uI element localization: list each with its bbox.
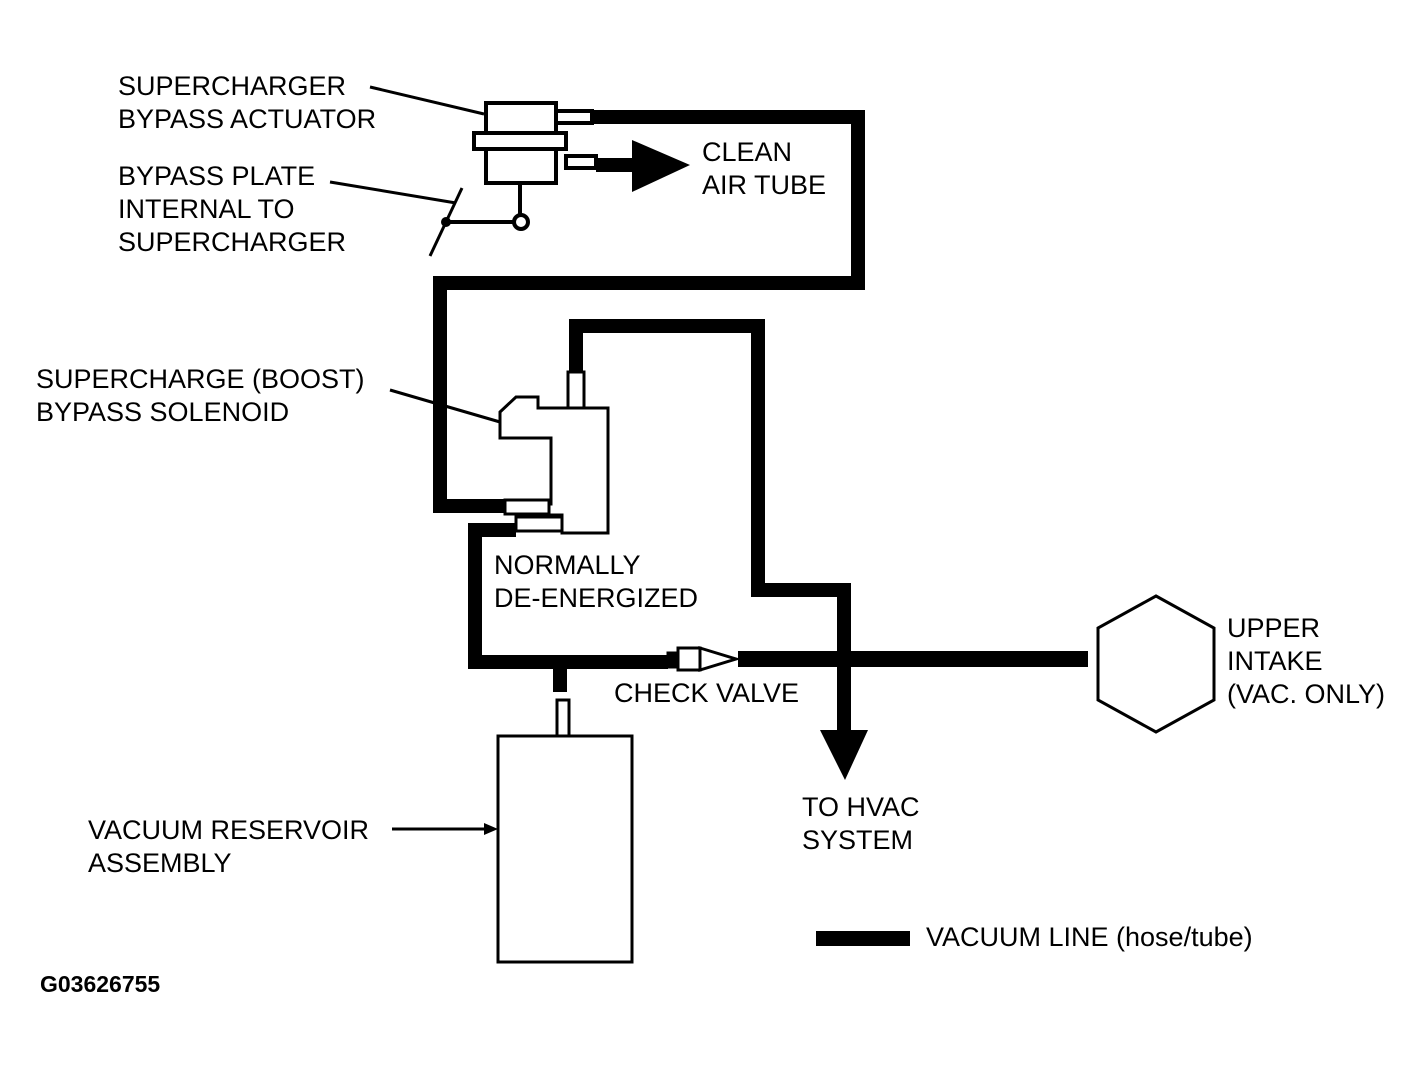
reservoir-stub-line [553, 668, 567, 692]
vacuum-line-solenoid-to-check-valve [468, 523, 668, 669]
label-line: CHECK VALVE [614, 678, 800, 708]
check-valve [666, 645, 742, 673]
upper-intake-hexagon [1096, 594, 1216, 734]
label-line: TO HVAC [802, 792, 920, 822]
label-line: INTERNAL TO [118, 194, 295, 224]
label-bypass-plate: BYPASS PLATE INTERNAL TO SUPERCHARGER [118, 160, 346, 259]
label-line: G03626755 [40, 971, 161, 997]
label-line: NORMALLY [494, 550, 641, 580]
bypass-actuator [428, 101, 598, 257]
label-line: SUPERCHARGER [118, 227, 347, 257]
label-line: VACUUM LINE (hose/tube) [926, 922, 1253, 952]
label-to-hvac: TO HVAC SYSTEM [802, 791, 920, 857]
label-line: INTAKE [1227, 646, 1323, 676]
label-clean-air-tube: CLEAN AIR TUBE [702, 136, 826, 202]
label-line: VACUUM RESERVOIR [88, 815, 370, 845]
label-line: CLEAN [702, 137, 793, 167]
clean-air-arrow [596, 140, 690, 192]
bypass-plate-pivot-dot [441, 217, 451, 227]
label-check-valve: CHECK VALVE [614, 677, 799, 710]
label-upper-intake: UPPER INTAKE (VAC. ONLY) [1227, 612, 1385, 711]
figure-code: G03626755 [40, 968, 160, 1001]
label-bypass-actuator: SUPERCHARGER BYPASS ACTUATOR [118, 70, 376, 136]
vacuum-line-solenoid-to-hvac [569, 319, 851, 735]
legend-label: VACUUM LINE (hose/tube) [926, 921, 1253, 954]
label-vacuum-reservoir: VACUUM RESERVOIR ASSEMBLY [88, 814, 369, 880]
label-line: BYPASS SOLENOID [36, 397, 290, 427]
label-line: (VAC. ONLY) [1227, 679, 1386, 709]
reservoir-leader-arrow [484, 823, 498, 835]
label-line: SUPERCHARGER [118, 71, 347, 101]
label-line: BYPASS PLATE [118, 161, 316, 191]
label-line: SUPERCHARGE (BOOST) [36, 364, 365, 394]
label-solenoid: SUPERCHARGE (BOOST) BYPASS SOLENOID [36, 363, 365, 429]
label-line: DE-ENERGIZED [494, 583, 699, 613]
legend-swatch [816, 931, 910, 946]
label-line: AIR TUBE [702, 170, 827, 200]
label-line: ASSEMBLY [88, 848, 232, 878]
hvac-arrow-head [820, 730, 868, 780]
vacuum-line-actuator-to-solenoid [433, 110, 865, 513]
label-line: UPPER [1227, 613, 1321, 643]
label-line: SYSTEM [802, 825, 914, 855]
label-line: BYPASS ACTUATOR [118, 104, 377, 134]
boost-bypass-solenoid [498, 370, 610, 535]
vacuum-reservoir [496, 698, 634, 964]
label-normally-de-energized: NORMALLY DE-ENERGIZED [494, 549, 698, 615]
leader-lines [329, 85, 501, 831]
